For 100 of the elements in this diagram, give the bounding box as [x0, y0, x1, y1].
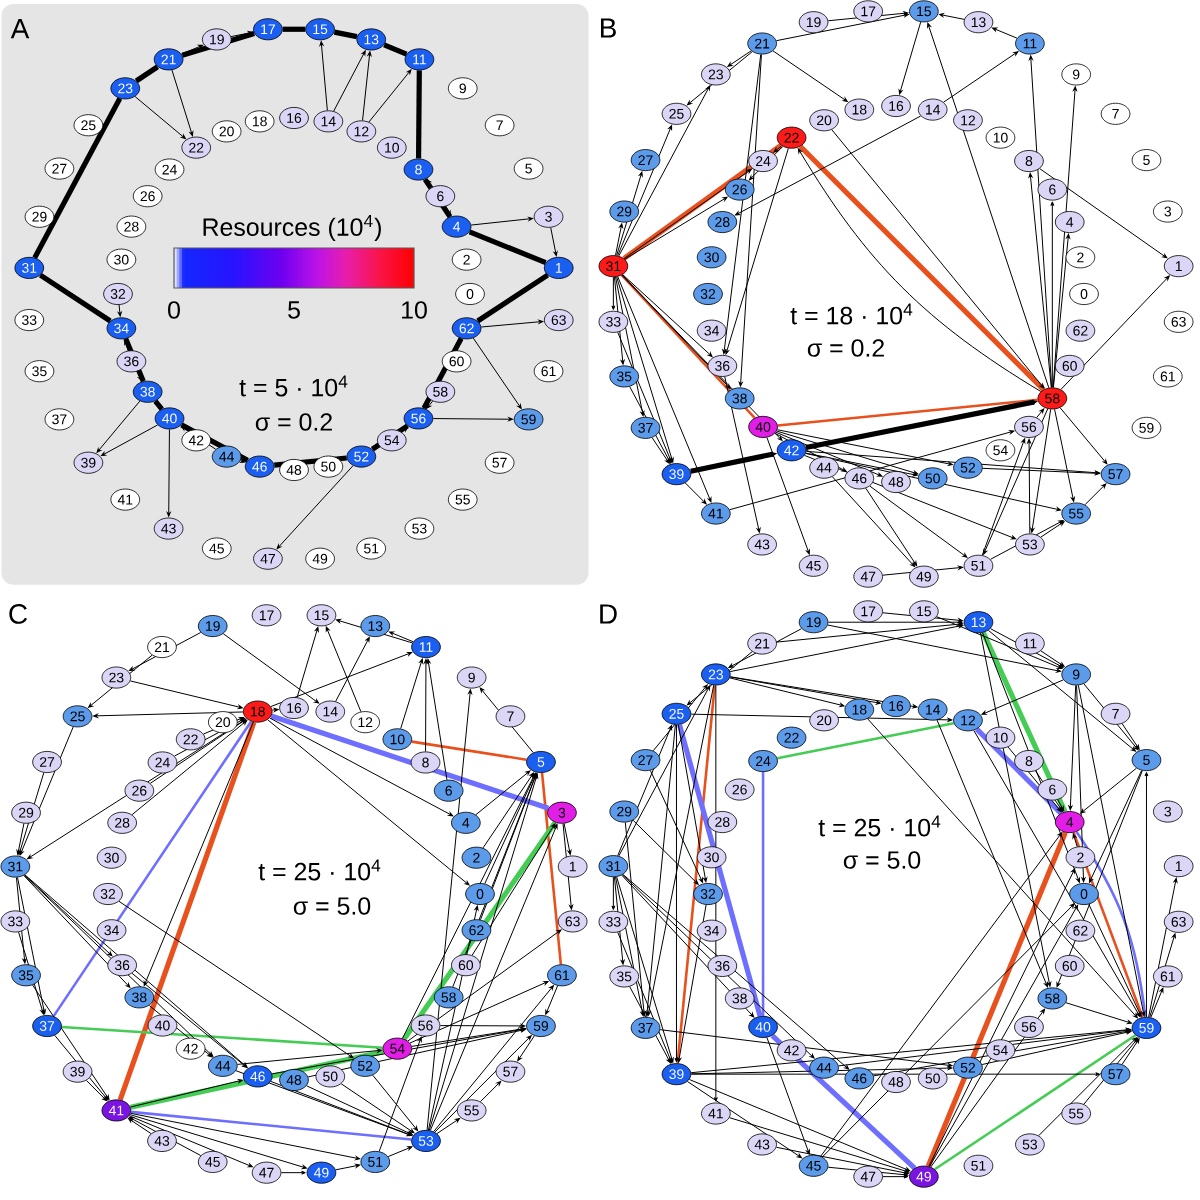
arrow: [617, 725, 673, 857]
arrow: [166, 428, 171, 517]
arrow: [117, 304, 122, 317]
arrow: [1040, 521, 1065, 538]
arrow: [776, 429, 953, 466]
arrow: [617, 931, 673, 1063]
arrow: [174, 718, 246, 757]
arrow: [629, 386, 671, 464]
arrow: [821, 903, 1075, 1158]
arrow: [482, 772, 535, 849]
arrow: [1028, 55, 1053, 388]
connector-line: [180, 422, 249, 463]
arrow: [433, 985, 554, 1133]
arrow: [85, 1079, 108, 1102]
connector-line: [270, 713, 550, 811]
arrow: [688, 1079, 911, 1172]
arrow: [649, 770, 704, 883]
arrow: [622, 274, 713, 357]
arrow: [1007, 746, 1062, 813]
arrow: [400, 658, 424, 730]
arrow: [402, 773, 536, 1039]
arrow: [867, 718, 1138, 1019]
arrow: [617, 276, 712, 503]
arrow: [690, 1072, 1100, 1077]
time-label: t = 25 · 10$^{4}$: [256, 857, 384, 883]
arrow: [1083, 683, 1139, 751]
arrow: [23, 874, 214, 1057]
arrow: [766, 437, 810, 555]
arrow: [484, 773, 537, 885]
arrow: [1088, 903, 1142, 1017]
time-label: t = 25 · 10$^{4}$: [816, 813, 944, 839]
arrow: [690, 1066, 953, 1075]
arrow: [838, 1028, 1132, 1067]
connector-line: [32, 97, 123, 259]
arrow: [471, 823, 556, 956]
connector-line: [761, 772, 765, 1016]
arrow: [776, 430, 919, 475]
connector-line: [383, 42, 408, 57]
arrow: [445, 205, 451, 216]
arrow: [127, 1118, 152, 1135]
connector-line: [622, 143, 783, 261]
connector-line: [181, 30, 255, 58]
arrow: [239, 459, 246, 463]
arrow: [32, 984, 110, 1100]
arrow: [27, 718, 247, 860]
arrow: [401, 426, 408, 433]
arrow: [687, 1081, 802, 1159]
arrow: [1149, 933, 1176, 1018]
arrow: [1150, 987, 1164, 1018]
time-label: t = 5 · 10$^{4}$: [237, 373, 351, 399]
connector-line: [370, 423, 409, 452]
arrow: [775, 431, 883, 477]
connector-line: [61, 1025, 383, 1049]
arrow: [611, 276, 616, 310]
arrow: [725, 147, 789, 355]
arrow: [296, 626, 319, 698]
connector-line: [153, 399, 164, 411]
arrow: [616, 171, 643, 256]
arrow: [118, 900, 354, 1059]
arrow: [517, 1035, 535, 1062]
arrow: [1068, 684, 1077, 811]
arrow: [1027, 438, 1032, 534]
arrow: [1036, 408, 1045, 419]
arrow: [426, 179, 434, 188]
arrow: [735, 115, 922, 216]
connector-line: [130, 1110, 412, 1141]
connector-line: [282, 26, 306, 32]
arrow: [480, 773, 537, 921]
arrow: [143, 721, 254, 987]
connector-line: [468, 229, 547, 266]
arrow: [981, 438, 1026, 556]
connector-line: [52, 720, 253, 1017]
arrow: [936, 719, 1048, 988]
arrow: [93, 711, 244, 718]
arrow: [766, 1037, 810, 1155]
arrow: [686, 651, 753, 706]
arrow: [411, 1027, 526, 1047]
arrow: [269, 717, 454, 817]
arrow: [203, 716, 245, 735]
time-label: t = 18 · 10$^{4}$: [788, 301, 916, 327]
arrow: [470, 216, 534, 226]
arrow: [722, 53, 762, 355]
arrow: [1059, 407, 1108, 465]
arrow: [1084, 483, 1107, 506]
arrow: [372, 1074, 419, 1131]
arrow: [439, 1023, 526, 1028]
connector-line: [421, 337, 464, 410]
arrow: [613, 876, 625, 965]
arrow: [805, 399, 1038, 450]
arrow: [480, 319, 544, 328]
arrow: [831, 476, 916, 568]
arrow: [623, 168, 752, 260]
arrow: [618, 685, 711, 857]
arrow: [611, 876, 616, 910]
arrow: [24, 874, 248, 1068]
arrow: [805, 450, 1100, 475]
arrow: [615, 223, 624, 256]
arrow: [729, 430, 1015, 511]
connector-line: [402, 821, 558, 1041]
arrow: [827, 620, 963, 625]
